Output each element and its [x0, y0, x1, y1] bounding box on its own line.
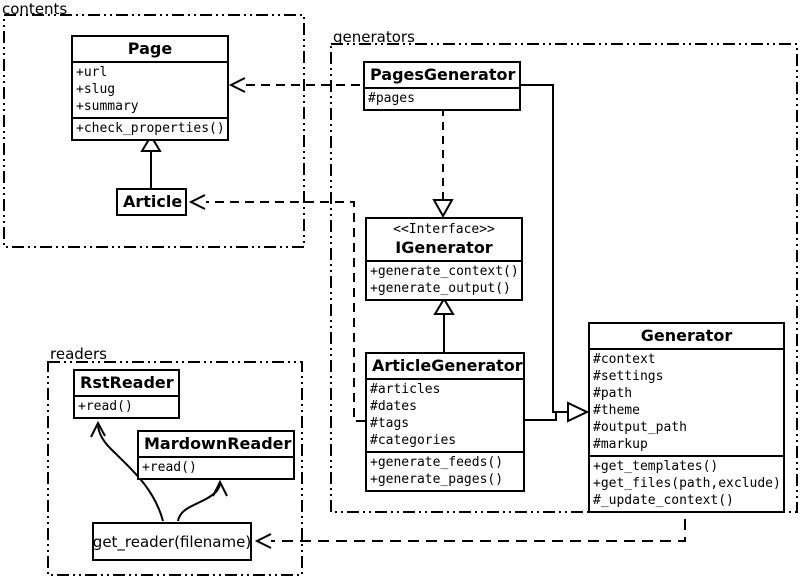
- method: +get_files(path,exclude): [593, 476, 781, 491]
- open-arrow-icon: [188, 194, 206, 210]
- arrow-get-reader-to-mardownreader: [177, 479, 228, 522]
- attribute: +slug: [76, 82, 116, 97]
- attribute: #theme: [593, 403, 640, 418]
- contents-package-label: contents: [2, 0, 68, 18]
- attribute: +summary: [76, 99, 139, 114]
- open-arrow-icon: [90, 420, 106, 438]
- method: +generate_feeds(): [370, 455, 504, 470]
- hollow-triangle-arrow-icon: [433, 297, 455, 315]
- method: +read(): [142, 460, 197, 475]
- open-arrow-icon: [228, 77, 246, 93]
- method: #_update_context(): [593, 493, 734, 508]
- open-arrow-icon: [254, 533, 272, 549]
- attribute: #markup: [593, 437, 648, 452]
- generators-package-label: generators: [333, 28, 415, 46]
- attribute: #tags: [370, 416, 410, 431]
- class-rst-reader-title: RstReader: [80, 373, 174, 392]
- class-article-generator-methods: +generate_feeds() +generate_pages(): [367, 451, 523, 490]
- class-pages-generator-title: PagesGenerator: [370, 65, 516, 84]
- attribute: #articles: [370, 382, 441, 397]
- class-pages-generator: PagesGenerator #pages: [363, 61, 521, 111]
- method: +generate_context(): [370, 264, 519, 279]
- class-article-generator: ArticleGenerator #articles #dates #tags …: [365, 352, 525, 492]
- attribute: #path: [593, 386, 633, 401]
- class-mardown-reader-title: MardownReader: [144, 434, 292, 453]
- class-article: Article: [116, 188, 187, 216]
- hollow-triangle-arrow-icon: [432, 199, 454, 219]
- class-page: Page +url +slug +summary +check_properti…: [71, 35, 229, 141]
- attribute: +url: [76, 65, 108, 80]
- class-igenerator-header: <<Interface>> IGenerator: [367, 219, 521, 260]
- contents-package-border: [3, 14, 305, 248]
- class-mardown-reader: MardownReader +read(): [137, 430, 295, 480]
- method: +generate_pages(): [370, 472, 504, 487]
- function-get-reader: get_reader(filename): [92, 522, 252, 561]
- dependency-articlegenerator-to-article: [188, 194, 365, 422]
- dependency-pagesgenerator-to-page: [228, 77, 363, 93]
- class-rst-reader-methods: +read(): [75, 395, 178, 417]
- hollow-triangle-arrow-icon: [140, 134, 162, 152]
- class-page-methods: +check_properties(): [73, 117, 227, 139]
- arrow-get-reader-to-rstreader: [90, 420, 164, 522]
- class-pages-generator-attributes: #pages: [365, 87, 519, 109]
- function-get-reader-label: get_reader(filename): [92, 532, 252, 551]
- method: +get_templates(): [593, 459, 719, 474]
- inheritance-article-to-page: [140, 134, 162, 188]
- class-article-generator-title: ArticleGenerator: [372, 356, 523, 375]
- class-article-title: Article: [123, 192, 183, 211]
- class-generator: Generator #context #settings #path #them…: [588, 322, 785, 513]
- interface-stereotype: <<Interface>>: [393, 222, 495, 237]
- inheritance-generators-to-generator: [520, 84, 590, 423]
- class-igenerator-methods: +generate_context() +generate_output(): [367, 260, 521, 299]
- hollow-triangle-arrow-icon: [567, 401, 590, 423]
- class-mardown-reader-methods: +read(): [139, 456, 293, 478]
- realization-pagesgenerator-to-igenerator: [432, 108, 454, 219]
- attribute: #settings: [593, 369, 664, 384]
- class-igenerator-title: IGenerator: [395, 238, 493, 257]
- method: +read(): [78, 399, 133, 414]
- dependency-generator-to-get-reader: [254, 501, 686, 549]
- method: +generate_output(): [370, 281, 511, 296]
- class-igenerator: <<Interface>> IGenerator +generate_conte…: [365, 217, 523, 301]
- open-arrow-icon: [212, 479, 228, 497]
- attribute: #categories: [370, 433, 457, 448]
- class-rst-reader: RstReader +read(): [73, 369, 180, 419]
- attribute: #pages: [368, 91, 415, 106]
- class-page-attributes: +url +slug +summary: [73, 61, 227, 117]
- attribute: #context: [593, 352, 656, 367]
- readers-package-border: [47, 361, 303, 576]
- inheritance-articlegenerator-to-igenerator: [433, 297, 455, 352]
- generators-package-border: [330, 43, 798, 513]
- class-generator-attributes: #context #settings #path #theme #output_…: [590, 348, 783, 455]
- class-article-generator-attributes: #articles #dates #tags #categories: [367, 378, 523, 451]
- attribute: #dates: [370, 399, 417, 414]
- class-page-title: Page: [127, 39, 173, 58]
- class-generator-title: Generator: [640, 326, 733, 345]
- readers-package-label: readers: [50, 345, 107, 363]
- method: +check_properties(): [76, 121, 225, 136]
- class-generator-methods: +get_templates() +get_files(path,exclude…: [590, 455, 783, 511]
- attribute: #output_path: [593, 420, 687, 435]
